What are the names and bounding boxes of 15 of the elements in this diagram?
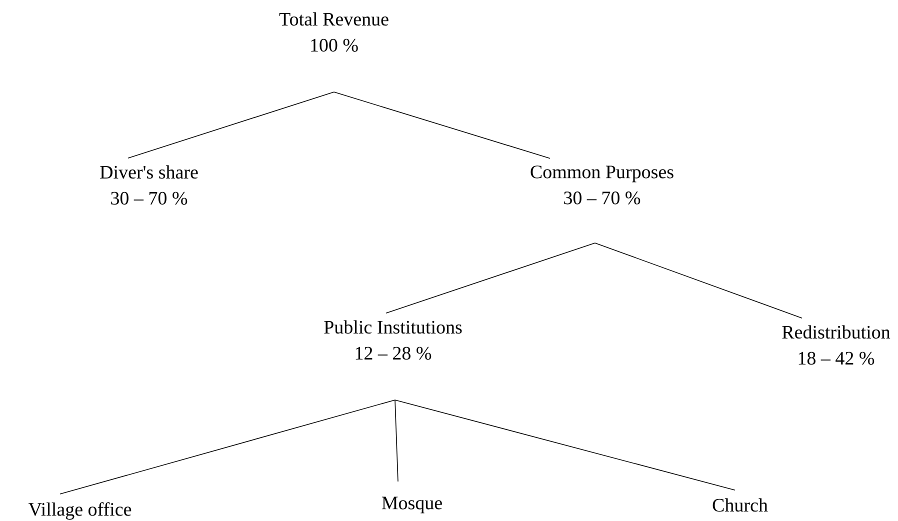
connector-line [60,400,396,494]
connector-line [394,400,736,490]
tree-label: Redistribution 18 – 42 % [782,325,890,365]
connector-line [334,92,550,159]
connector-line [128,92,334,158]
connector-line [594,242,802,318]
tree-label: Mosque [382,496,442,514]
connector-line [394,400,398,482]
tree-label: Diver's share 30 – 70 % [100,165,198,205]
tree-label: Village office [28,502,132,520]
tree-label: Total Revenue 100 % [279,12,388,52]
tree-label: Common Purposes 30 – 70 % [530,166,674,204]
tree-label: Public Institutions 12 – 28 % [324,320,462,360]
connector-line [386,242,596,314]
tree-label: Church [712,498,768,512]
